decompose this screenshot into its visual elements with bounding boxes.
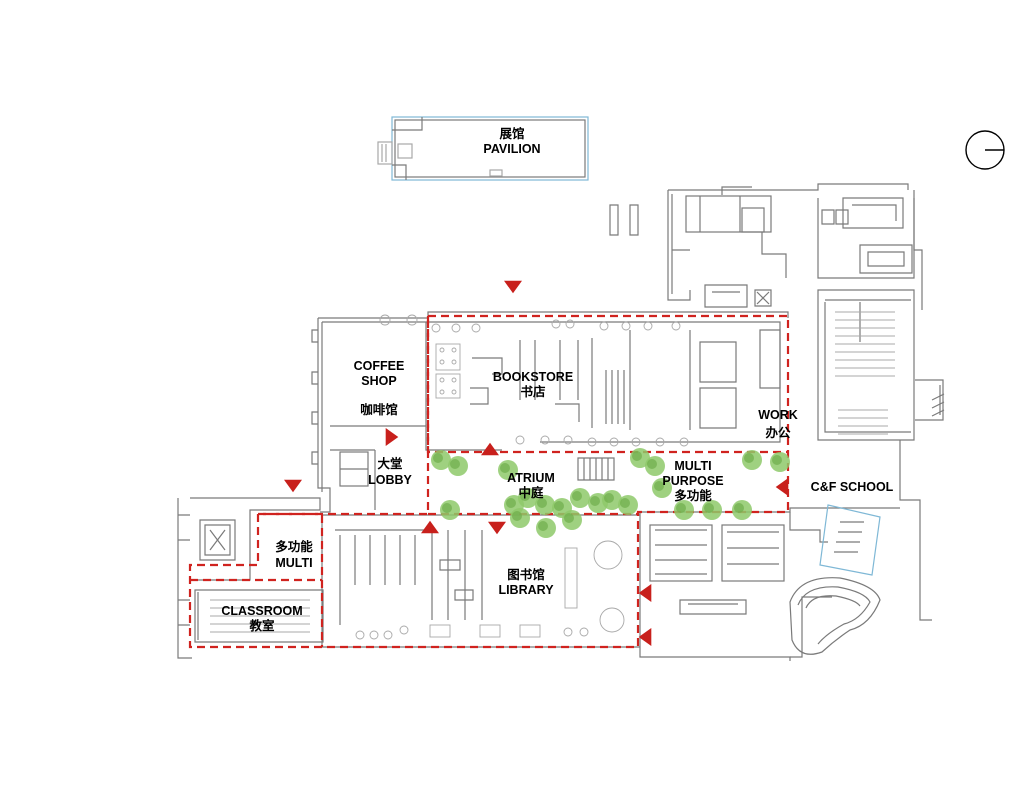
entrance-arrow-coffee (385, 428, 399, 446)
tree-icon (618, 495, 638, 515)
atrium-trees (431, 448, 790, 538)
tree-icon (562, 510, 582, 530)
entrance-arrow-lobby-west (284, 479, 302, 493)
pavilion-building (377, 116, 589, 181)
tree-icon (498, 460, 518, 480)
auditorium-curve (789, 504, 881, 655)
atrium-label: ATRIUM 中庭 (507, 471, 555, 500)
building-walls (177, 183, 945, 661)
entrance-arrow-library-east-1 (638, 584, 652, 602)
coffee-shop-label: COFFEE SHOP (353, 359, 405, 388)
entrance-arrow-library-up (421, 520, 439, 534)
tree-icon (536, 518, 556, 538)
tree-icon (645, 456, 665, 476)
entrance-arrow-multipurpose (775, 478, 789, 496)
work-label: WORK 办公 (758, 408, 798, 440)
tree-icon (770, 452, 790, 472)
north-arrow-icon (965, 130, 1005, 170)
tree-icon (652, 478, 672, 498)
program-boundary (188, 314, 790, 649)
entrance-arrow-atrium-north (481, 442, 499, 456)
tree-icon (448, 456, 468, 476)
pavilion-label: 展馆 PAVILION (483, 127, 541, 156)
bookstore-label: BOOKSTORE 书店 (492, 370, 574, 399)
entrance-arrow-top (504, 280, 522, 294)
tree-icon (732, 500, 752, 520)
tree-icon (510, 508, 530, 528)
coffee-shop-cn-label: 咖啡馆 (360, 403, 398, 417)
furniture (210, 311, 895, 640)
classroom-label: CLASSROOM 教室 (221, 604, 303, 633)
multi-label: 多功能 MULTI (275, 540, 313, 570)
tree-icon (742, 450, 762, 470)
tree-icon (602, 490, 622, 510)
library-label: 图书馆 LIBRARY (498, 568, 554, 597)
tree-icon (431, 450, 451, 470)
tree-icon (570, 488, 590, 508)
entrance-arrow-library-north (488, 521, 506, 535)
multipurpose-label: MULTI PURPOSE 多功能 (662, 459, 724, 503)
lobby-label: 大堂 LOBBY (368, 457, 412, 487)
tree-icon (630, 448, 650, 468)
cf-school-label: C&F SCHOOL (810, 480, 894, 494)
tree-icon (518, 488, 538, 508)
tree-icon (702, 500, 722, 520)
tree-icon (535, 495, 555, 515)
tree-icon (440, 500, 460, 520)
entrance-arrows (284, 280, 789, 646)
tree-icon (674, 500, 694, 520)
entrance-arrow-library-east-2 (638, 628, 652, 646)
